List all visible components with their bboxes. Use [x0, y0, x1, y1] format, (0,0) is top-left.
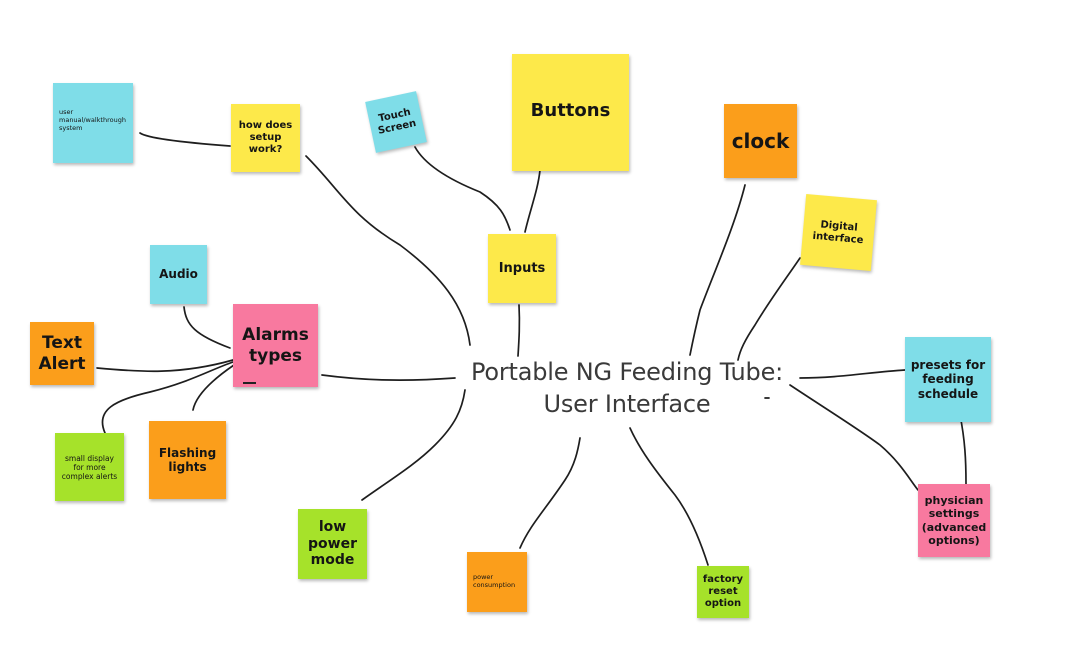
connector-powerconsumption-center — [519, 437, 581, 549]
connector-center-presets — [799, 369, 906, 379]
note-physician-settings-text: physician settings (advanced options) — [921, 494, 987, 547]
note-flashing-lights-text: Flashing lights — [158, 445, 217, 474]
connector-factoryreset-center — [629, 427, 709, 566]
connector-usermanual-setup — [139, 132, 231, 147]
connector-clock-center — [689, 184, 746, 356]
note-small-display[interactable]: small display for more complex alerts — [55, 433, 124, 501]
connector-presets-physician — [959, 414, 967, 485]
note-buttons-text: Buttons — [530, 100, 611, 121]
connector-touchscreen-inputs — [414, 146, 511, 231]
note-physician-settings[interactable]: physician settings (advanced options) — [918, 484, 990, 557]
note-text-alert[interactable]: Text Alert — [30, 322, 94, 385]
note-setup-text: how does setup work? — [238, 120, 293, 155]
connector-buttons-inputs — [524, 169, 541, 233]
alarm-types-dash — [243, 382, 256, 384]
note-alarm-types-text: Alarms types — [242, 325, 309, 366]
note-text-alert-text: Text Alert — [38, 333, 86, 374]
connector-audio-alarms — [183, 306, 231, 349]
connector-flashing-alarms — [192, 364, 235, 411]
connector-inputs-center — [517, 304, 521, 357]
note-power-consumption-text: power consumption — [473, 573, 516, 589]
note-touch-screen[interactable]: Touch Screen — [365, 91, 427, 153]
note-user-manual-text: user manual/walkthrough system — [59, 108, 126, 132]
note-low-power-mode-text: low power mode — [308, 518, 357, 569]
center-title: Portable NG Feeding Tube: User Interface — [446, 356, 808, 420]
note-presets-text: presets for feeding schedule — [910, 357, 986, 401]
note-digital-interface-text: Digital interface — [812, 218, 864, 246]
center-title-line1: Portable NG Feeding Tube: — [470, 358, 784, 386]
connector-digital-center — [737, 257, 801, 361]
note-inputs[interactable]: Inputs — [488, 234, 556, 303]
note-buttons[interactable]: Buttons — [512, 54, 629, 171]
note-audio-text: Audio — [159, 267, 198, 282]
note-clock[interactable]: clock — [724, 104, 797, 178]
center-title-line2: User Interface — [543, 390, 711, 418]
note-low-power-mode[interactable]: low power mode — [298, 509, 367, 579]
note-alarm-types[interactable]: Alarms types — [233, 304, 318, 387]
note-digital-interface[interactable]: Digital interface — [800, 194, 877, 271]
connector-center-physician — [789, 384, 919, 491]
connector-lowpower-center — [361, 389, 466, 501]
note-flashing-lights[interactable]: Flashing lights — [149, 421, 226, 499]
note-touch-screen-text: Touch Screen — [377, 106, 418, 137]
note-presets[interactable]: presets for feeding schedule — [905, 337, 991, 422]
note-user-manual[interactable]: user manual/walkthrough system — [53, 83, 133, 163]
connector-smalldisplay-alarms — [101, 361, 234, 434]
note-power-consumption[interactable]: power consumption — [467, 552, 527, 612]
note-clock-text: clock — [731, 129, 790, 153]
note-factory-reset-text: factory reset option — [702, 574, 744, 609]
note-inputs-text: Inputs — [498, 260, 546, 276]
note-small-display-text: small display for more complex alerts — [61, 453, 118, 481]
connector-setup-center — [305, 155, 471, 346]
connector-alarms-center — [321, 374, 456, 381]
note-audio[interactable]: Audio — [150, 245, 207, 304]
note-setup[interactable]: how does setup work? — [231, 104, 300, 172]
note-factory-reset[interactable]: factory reset option — [697, 566, 749, 618]
connector-textalert-alarms — [96, 359, 234, 373]
